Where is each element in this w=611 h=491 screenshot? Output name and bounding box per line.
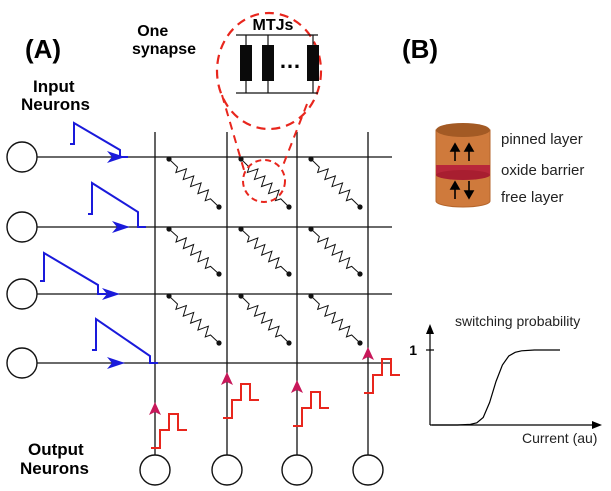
one-synapse-label-line2: synapse <box>132 41 196 58</box>
input-spike-1 <box>70 121 128 158</box>
synapse-1-2 <box>240 158 290 208</box>
switching-probability-plot: 1 switching probability Current (au) <box>409 313 602 446</box>
output-spike-3 <box>293 391 329 427</box>
output-spike-4 <box>364 358 400 394</box>
free-layer-label: free layer <box>501 189 564 206</box>
synapse-zoom-callout: … MTJs <box>215 11 323 203</box>
one-synapse-label-line1: One <box>137 23 168 40</box>
input-neuron-1 <box>6 141 38 173</box>
output-arrow-1 <box>149 402 161 415</box>
synapse-1-2-terminal-a <box>238 156 244 162</box>
output-neurons-label: Output Neurons <box>20 440 89 478</box>
synapse-2-2-terminal-a <box>238 226 244 232</box>
input-spikes <box>40 121 158 369</box>
synapse-2-2 <box>240 228 290 275</box>
input-neurons-label: Input Neurons <box>21 77 90 114</box>
synapse-3-2-terminal-b <box>286 340 292 346</box>
output-arrow-4 <box>362 347 374 360</box>
output-neurons <box>139 454 384 486</box>
plot-y-arrow <box>426 324 434 334</box>
plot-y-label: switching probability <box>455 313 580 329</box>
synapse-2-3-terminal-b <box>357 271 363 277</box>
mtjs-label: MTJs <box>253 17 294 34</box>
mtj-cylinder-top <box>436 123 490 137</box>
output-neuron-4 <box>352 454 384 486</box>
input-neuron-2 <box>6 211 38 243</box>
mtj-stack <box>435 123 491 208</box>
mtj-ellipsis: … <box>279 48 301 73</box>
synapse-resistors <box>166 156 363 346</box>
zoom-ellipse <box>215 11 323 131</box>
output-neurons-label-line1: Output <box>28 440 84 459</box>
output-neuron-2 <box>211 454 243 486</box>
output-neuron-3 <box>281 454 313 486</box>
synapse-3-2 <box>240 295 290 344</box>
synapse-1-3-terminal-b <box>357 204 363 210</box>
input-arrow-2 <box>112 221 130 233</box>
synapse-1-3-terminal-a <box>308 156 314 162</box>
synapse-1-1-terminal-b <box>216 204 222 210</box>
oxide-barrier-edge <box>436 170 490 180</box>
panel-a-label: (A) <box>25 34 61 64</box>
plot-x-label: Current (au) <box>522 430 597 446</box>
synapse-1-2-terminal-b <box>286 204 292 210</box>
mtj-device-1 <box>240 45 252 81</box>
one-synapse-label: One synapse <box>132 23 196 58</box>
crossbar-array <box>36 132 392 455</box>
input-neuron-4 <box>6 347 38 379</box>
magnetization-arrows <box>449 142 475 200</box>
mtj-device-2 <box>262 45 274 81</box>
synapse-3-3 <box>310 295 361 344</box>
zoom-leader-right <box>281 103 308 169</box>
input-neurons <box>6 141 38 379</box>
synapse-2-1-terminal-a <box>166 226 172 232</box>
synapse-3-1-terminal-a <box>166 293 172 299</box>
input-neurons-label-line2: Neurons <box>21 95 90 114</box>
input-arrow-1 <box>107 151 125 163</box>
mtj-device-n <box>307 45 319 81</box>
output-neuron-1 <box>139 454 171 486</box>
panel-b-label: (B) <box>402 34 438 64</box>
output-arrow-3 <box>291 380 303 393</box>
input-neuron-3 <box>6 278 38 310</box>
oxide-barrier-label: oxide barrier <box>501 162 584 179</box>
switching-probability-curve <box>432 349 560 426</box>
synapse-3-3-terminal-a <box>308 293 314 299</box>
output-spike-2 <box>223 383 259 419</box>
input-arrow-4 <box>107 357 125 369</box>
synapse-2-3-terminal-a <box>308 226 314 232</box>
pinned-layer-label: pinned layer <box>501 131 583 148</box>
output-spike-1 <box>151 413 187 449</box>
plot-y-tick-label-1: 1 <box>409 342 417 358</box>
input-arrow-3 <box>102 288 120 300</box>
output-arrow-2 <box>221 372 233 385</box>
input-spike-2 <box>88 181 146 228</box>
input-spike-3 <box>40 251 106 295</box>
synapse-3-1-terminal-b <box>216 340 222 346</box>
synapse-2-1-terminal-b <box>216 271 222 277</box>
synapse-3-3-terminal-b <box>357 340 363 346</box>
synapse-3-1 <box>168 295 220 344</box>
plot-x-arrow <box>592 421 602 429</box>
output-neurons-label-line2: Neurons <box>20 459 89 478</box>
synapse-2-3 <box>310 228 361 275</box>
synapse-1-1-terminal-a <box>166 156 172 162</box>
output-spikes <box>149 347 400 449</box>
synapse-2-2-terminal-b <box>286 271 292 277</box>
synapse-3-2-terminal-a <box>238 293 244 299</box>
synapse-2-1 <box>168 228 220 275</box>
input-spike-4 <box>92 317 158 364</box>
input-neurons-label-line1: Input <box>33 77 75 96</box>
synapse-1-3 <box>310 158 361 208</box>
zoom-circle <box>242 159 286 203</box>
synapse-1-1 <box>168 158 220 208</box>
